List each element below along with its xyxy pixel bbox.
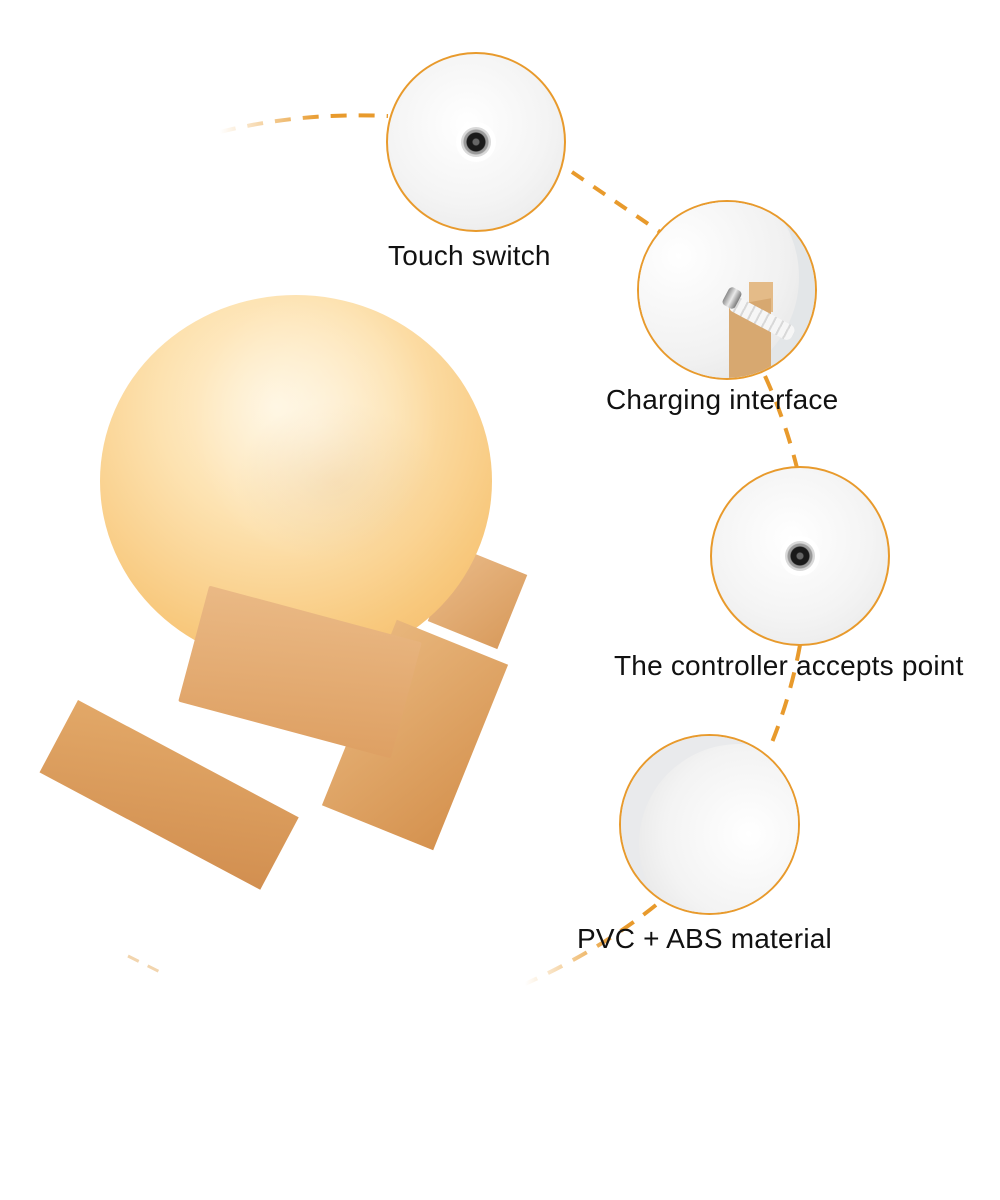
- touch-switch-image: [386, 52, 566, 232]
- material-label: PVC + ABS material: [577, 923, 832, 954]
- controller-port-image: [710, 466, 890, 646]
- moon-sphere: [100, 295, 492, 667]
- charging-interface-image: [637, 200, 817, 380]
- controller-accepts-point-label: The controller accepts point: [614, 650, 964, 681]
- moon-lamp-product-image: [39, 290, 550, 890]
- dc-port-icon: [785, 541, 815, 571]
- dc-port-icon: [461, 127, 491, 157]
- touch-switch-label: Touch switch: [388, 240, 551, 271]
- charging-interface-label: Charging interface: [606, 384, 839, 415]
- material-surface-image: [619, 734, 800, 915]
